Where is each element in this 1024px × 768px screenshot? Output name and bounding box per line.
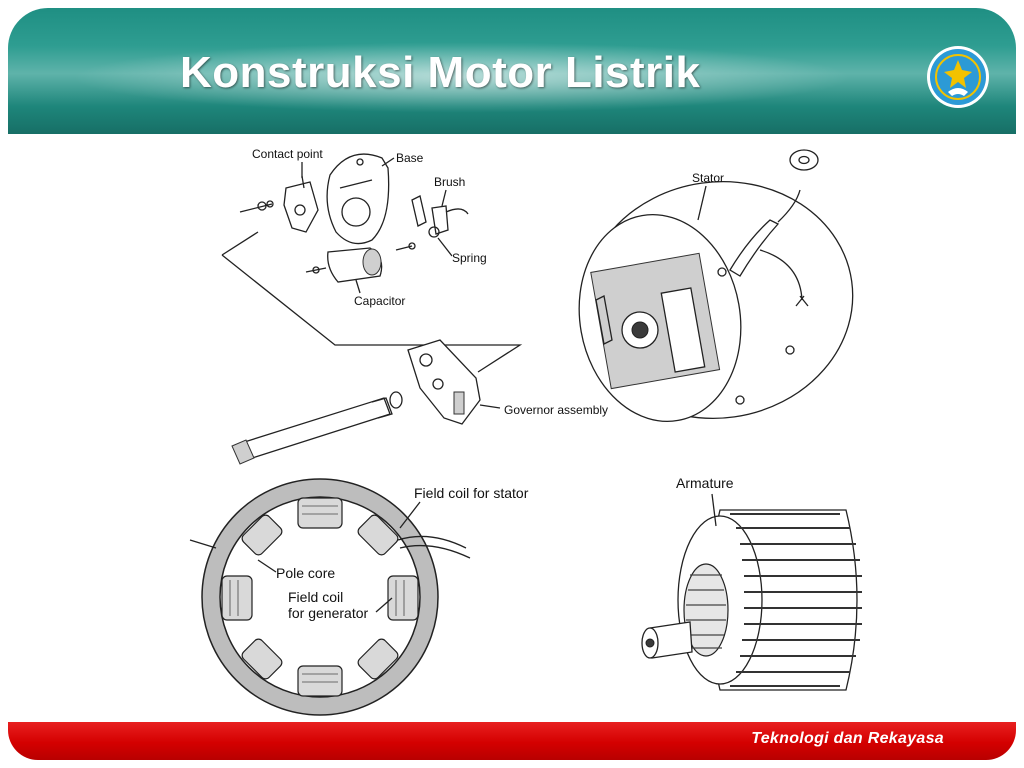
slide-header xyxy=(8,8,1016,134)
label-field-coil-stator: Field coil for stator xyxy=(414,485,529,501)
label-governor-assembly: Governor assembly xyxy=(504,403,608,417)
label-field-coil-generator-line1: Field coil xyxy=(288,589,343,605)
label-field-coil-generator-line2: for generator xyxy=(288,605,368,621)
slide-footer: Teknologi dan Rekayasa xyxy=(8,722,1016,760)
stator-cross-section xyxy=(189,478,471,716)
label-pole-core: Pole core xyxy=(276,565,335,581)
tut-wuri-handayani-logo xyxy=(927,46,989,108)
stator-housing xyxy=(578,149,854,423)
label-capacitor: Capacitor xyxy=(354,294,405,308)
label-spring: Spring xyxy=(452,251,487,265)
exploded-view-parts xyxy=(221,153,523,465)
armature-drawing xyxy=(641,509,862,691)
label-base: Base xyxy=(396,151,424,165)
label-contact-point: Contact point xyxy=(252,147,323,161)
footer-text: Teknologi dan Rekayasa xyxy=(751,730,944,747)
header-shine xyxy=(8,8,1016,134)
label-armature: Armature xyxy=(676,475,734,491)
slide-title: Konstruksi Motor Listrik xyxy=(180,48,701,97)
label-stator: Stator xyxy=(692,171,724,185)
label-brush: Brush xyxy=(434,175,465,189)
